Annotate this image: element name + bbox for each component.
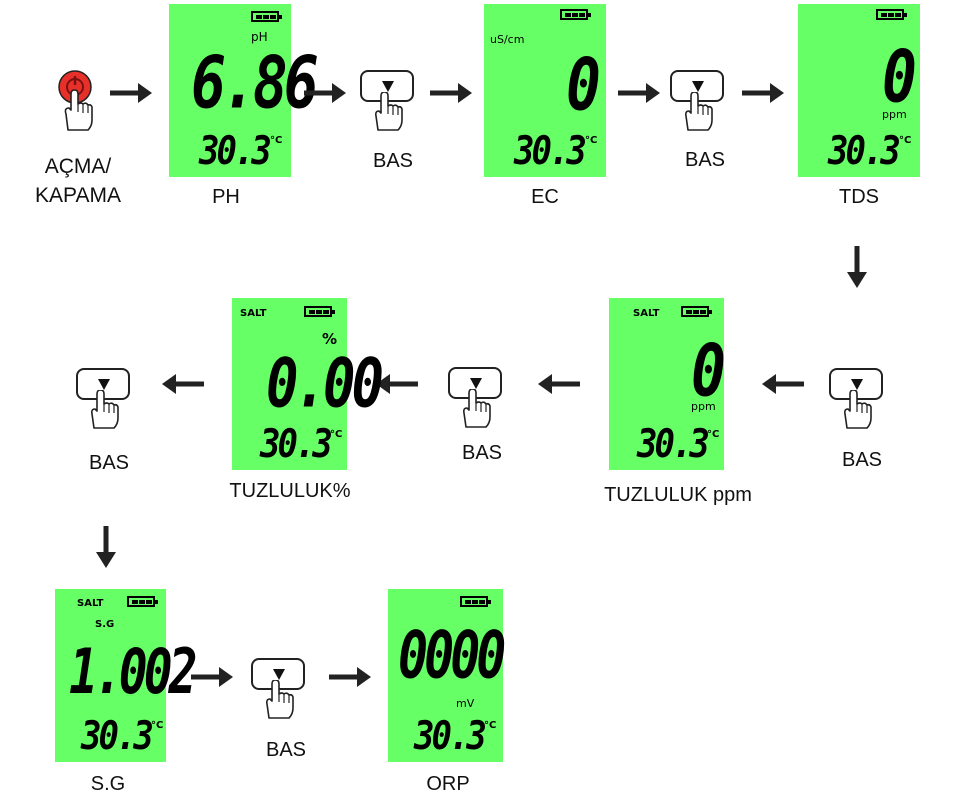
arrow-left-icon [538,374,580,394]
lcd-tds-temp-unit: °C [899,135,912,146]
power-label-line2: KAPAMA [35,184,121,207]
arrow-right-icon [191,667,233,687]
lcd-ec-value: 0 [566,41,601,127]
battery-icon [560,9,591,20]
lcd-tds-value: 0 [882,33,917,119]
triangle-down-icon [692,81,704,92]
battery-icon [460,596,491,607]
down-button [360,70,416,131]
lcd-orp-temp-unit: °C [484,720,497,731]
lcd-salt-ppm-temp: 30.3 [637,421,710,468]
lcd-ph-temp-unit: °C [270,135,283,146]
lcd-salt-ppm-temp-unit: °C [707,429,720,440]
triangle-down-icon [382,81,394,92]
arrow-right-icon [304,83,346,103]
hand-pointer-icon [91,390,119,429]
lcd-ec: uS/cm 0 30.3 °C [484,4,606,177]
lcd-ph-temp: 30.3 [199,128,272,175]
hand-pointer-icon [685,92,713,131]
arrow-left-icon [162,374,204,394]
lcd-ec-temp: 30.3 [514,128,587,175]
caption-tds: TDS [839,186,879,208]
lcd-salt-pct-value: 0.00 [266,343,384,423]
down-button [251,658,307,719]
down-button [670,70,726,131]
arrow-left-icon [762,374,804,394]
caption-bas: BAS [372,150,414,172]
lcd-salt-pct-temp-unit: °C [330,429,343,440]
arrow-right-icon [430,83,472,103]
battery-icon [127,596,158,607]
lcd-salt-pct: SALT % 0.00 30.3 °C [232,298,384,470]
battery-icon [681,306,712,317]
arrow-right-icon [618,83,660,103]
battery-icon [304,306,335,317]
caption-salt-pct: TUZLULUK% [229,480,351,502]
arrow-right-icon [110,83,152,103]
arrow-right-icon [742,83,784,103]
lcd-ph-value: 6.86 [191,39,319,125]
arrow-right-icon [329,667,371,687]
lcd-tds-unit: ppm [882,108,907,121]
lcd-salt-pct-temp: 30.3 [260,421,333,468]
arrow-down-icon [96,526,116,568]
triangle-down-icon [98,379,110,390]
triangle-down-icon [851,379,863,390]
lcd-salt-ppm-value: 0 [691,327,726,413]
lcd-ec-unit: uS/cm [490,33,525,46]
caption-orp: ORP [426,773,470,795]
arrow-down-icon [847,246,867,288]
lcd-salt-ppm: SALT 0 ppm 30.3 °C [609,298,726,470]
lcd-salt-pct-unit: % [322,330,338,348]
caption-bas: BAS [461,442,503,464]
hand-pointer-icon [266,680,294,719]
lcd-ph: pH 6.86 30.3 °C [169,4,319,177]
power-icon [58,70,93,131]
lcd-ph-unit: pH [251,30,268,44]
power-label: AÇMA/ KAPAMA [28,152,128,210]
lcd-orp-value: 0000 [398,617,506,694]
lcd-sg-temp-unit: °C [151,720,164,731]
down-button [829,368,885,429]
triangle-down-icon [470,378,482,389]
caption-ph: PH [212,186,240,208]
caption-sg: S.G [90,773,126,795]
lcd-salt-ppm-indicator: SALT [633,308,660,319]
lcd-sg-unit: S.G [95,619,115,630]
down-button [76,368,132,429]
caption-bas: BAS [841,449,883,471]
lcd-salt-pct-indicator: SALT [240,308,267,319]
power-label-line1: AÇMA/ [44,155,112,178]
caption-bas: BAS [88,452,130,474]
down-button [448,367,504,428]
lcd-sg: SALT S.G 1.002 30.3 °C [55,589,197,762]
battery-icon [251,11,282,22]
hand-pointer-icon [463,389,491,428]
lcd-orp-temp: 30.3 [414,713,487,760]
hand-pointer-icon [844,390,872,429]
caption-ec: EC [531,186,559,208]
lcd-orp-unit: mV [456,697,475,710]
caption-salt-ppm: TUZLULUK ppm [604,484,752,506]
arrow-left-icon [376,374,418,394]
lcd-salt-ppm-unit: ppm [691,400,716,413]
lcd-sg-value: 1.002 [69,635,197,709]
caption-bas: BAS [684,149,726,171]
lcd-ec-temp-unit: °C [585,135,598,146]
triangle-down-icon [273,669,285,680]
lcd-sg-temp: 30.3 [81,713,154,760]
battery-icon [876,9,907,20]
lcd-orp: 0000 mV 30.3 °C [388,589,506,762]
hand-pointer-icon [375,92,403,131]
lcd-sg-indicator: SALT [77,598,104,609]
caption-bas: BAS [265,739,307,761]
power-button [54,70,100,131]
lcd-tds-temp: 30.3 [828,128,901,175]
lcd-tds: 0 ppm 30.3 °C [798,4,920,177]
